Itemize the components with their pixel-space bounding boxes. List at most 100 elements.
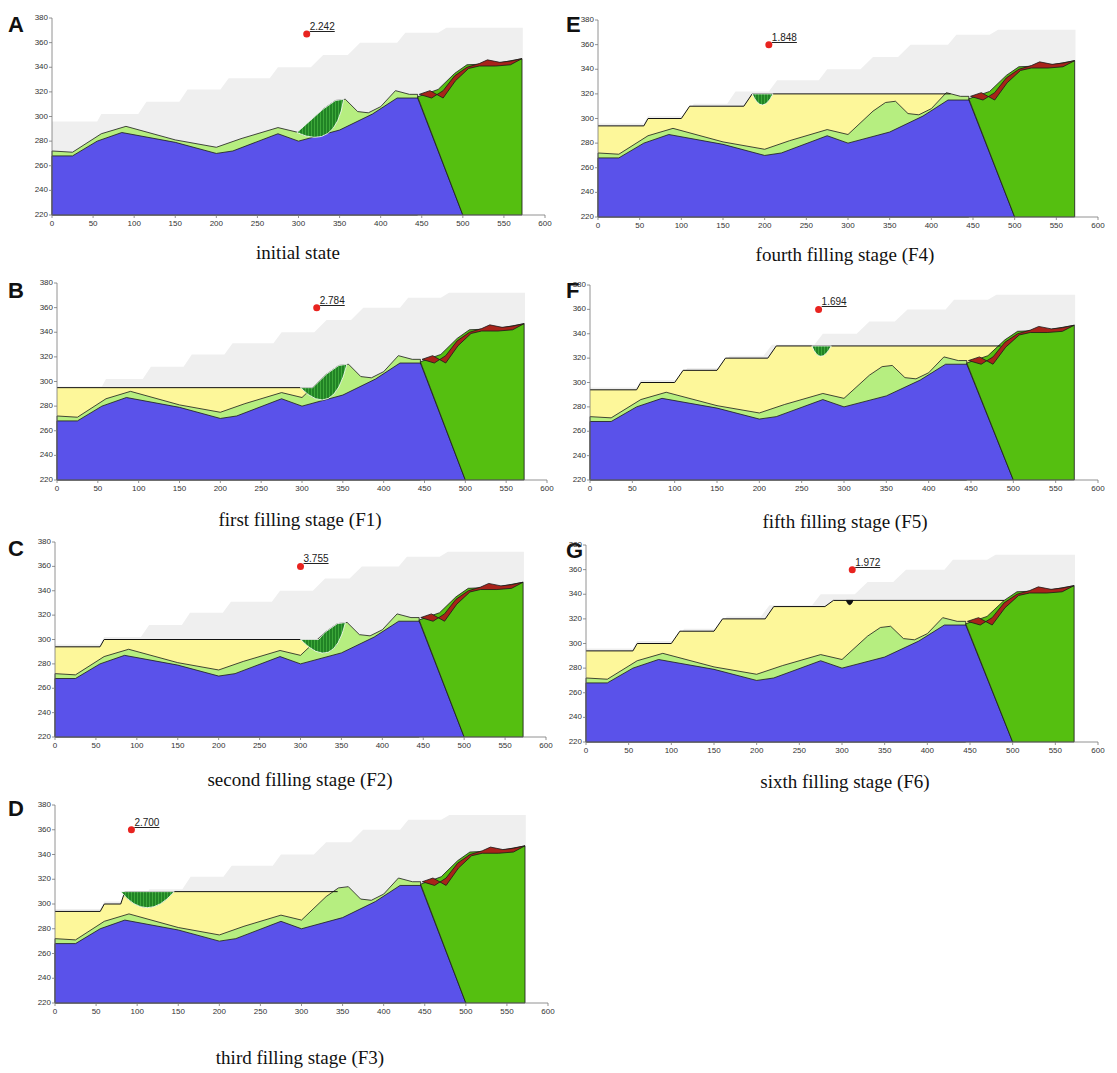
rock-block: [420, 324, 524, 480]
axis-tick-label: 300: [573, 379, 586, 387]
axis-tick-label: 600: [541, 1008, 554, 1016]
panel-caption: fourth filling stage (F4): [756, 245, 935, 264]
tick-mark: [714, 742, 715, 745]
axis-tick-label: 150: [171, 742, 184, 750]
safety-factor: 2.700: [134, 818, 159, 828]
rock-block: [421, 846, 525, 1003]
axis-tick-label: 300: [835, 747, 848, 755]
tick-mark: [671, 742, 672, 745]
axis-tick-label: 340: [38, 851, 51, 859]
tick-mark: [1098, 742, 1099, 745]
tick-mark: [49, 116, 52, 117]
safety-factor: 2.784: [320, 296, 345, 306]
axis-tick-label: 300: [581, 115, 594, 123]
tick-mark: [261, 480, 262, 483]
tick-mark: [216, 215, 217, 218]
slip-surface: [121, 892, 174, 908]
tick-mark: [756, 742, 757, 745]
tick-mark: [1014, 217, 1015, 220]
axis-tick-label: 100: [130, 1008, 143, 1016]
tick-mark: [723, 217, 724, 220]
axis-tick-label: 300: [837, 485, 850, 493]
axis-tick-label: 340: [35, 63, 48, 71]
tick-mark: [137, 1003, 138, 1006]
panel-letter: C: [8, 538, 24, 560]
axis-tick-label: 220: [38, 733, 51, 741]
safety-factor: 1.848: [772, 33, 797, 43]
axis-tick-label: 340: [569, 590, 582, 598]
axis-tick-label: 100: [130, 742, 143, 750]
tick-mark: [178, 1003, 179, 1006]
fill-surface: [55, 640, 319, 647]
tick-mark: [52, 712, 55, 713]
tick-mark: [179, 480, 180, 483]
panel-caption: sixth filling stage (F6): [760, 772, 929, 791]
axis-tick-label: 550: [497, 220, 510, 228]
rock-block: [418, 59, 522, 215]
slip-surface: [297, 99, 344, 137]
fill-surface: [55, 892, 338, 912]
axis-tick-label: 320: [40, 353, 53, 361]
axis-tick-label: 600: [1091, 222, 1104, 230]
tick-mark: [595, 20, 598, 21]
tick-mark: [801, 480, 802, 483]
axis-tick-label: 450: [966, 222, 979, 230]
tick-mark: [52, 215, 53, 218]
tick-mark: [54, 332, 57, 333]
safety-factor: 1.972: [855, 558, 880, 568]
axis-tick-label: 340: [40, 328, 53, 336]
slip-surface: [300, 364, 347, 400]
axis-tick-label: 320: [38, 611, 51, 619]
axis-tick-label: 250: [793, 747, 806, 755]
tick-mark: [928, 480, 929, 483]
axis-tick-label: 360: [40, 304, 53, 312]
tick-mark: [587, 309, 590, 310]
axis-tick-label: 250: [795, 485, 808, 493]
axis-tick-label: 0: [596, 222, 600, 230]
tick-mark: [595, 217, 598, 218]
tick-mark: [503, 215, 504, 218]
axis-tick-label: 380: [581, 16, 594, 24]
axis-tick-label: 600: [1091, 485, 1104, 493]
tick-mark: [52, 590, 55, 591]
red-layer: [422, 846, 525, 886]
tick-mark: [927, 742, 928, 745]
tick-mark: [583, 594, 586, 595]
tick-mark: [583, 692, 586, 693]
tick-mark: [52, 639, 55, 640]
axis-tick-label: 260: [38, 684, 51, 692]
axis-tick-label: 600: [1091, 747, 1104, 755]
axis-tick-label: 380: [40, 279, 53, 287]
tick-mark: [52, 879, 55, 880]
axis-tick-label: 150: [707, 747, 720, 755]
axis-tick-label: 450: [418, 485, 431, 493]
tick-mark: [138, 480, 139, 483]
axis-tick-label: 250: [800, 222, 813, 230]
axis-tick-label: 320: [569, 615, 582, 623]
axis-tick-label: 220: [40, 476, 53, 484]
rock-block: [419, 582, 523, 737]
tick-mark: [583, 569, 586, 570]
tick-mark: [52, 953, 55, 954]
tick-mark: [52, 978, 55, 979]
axis-tick-label: 360: [569, 566, 582, 574]
axis-tick-label: 240: [38, 709, 51, 717]
bedrock-layer: [52, 98, 463, 215]
tick-mark: [583, 618, 586, 619]
axis-tick-label: 600: [539, 742, 552, 750]
axis-tick-label: 250: [254, 485, 267, 493]
tick-mark: [632, 480, 633, 483]
tick-mark: [586, 742, 587, 745]
tick-mark: [764, 217, 765, 220]
tick-mark: [547, 480, 548, 483]
axis-tick-label: 300: [292, 220, 305, 228]
tick-mark: [298, 215, 299, 218]
axis-tick-label: 50: [624, 747, 633, 755]
axis-tick-label: 240: [573, 452, 586, 460]
tick-mark: [52, 615, 55, 616]
panel-caption: first filling stage (F1): [218, 510, 381, 529]
fill-surface: [586, 600, 1004, 650]
tick-mark: [49, 42, 52, 43]
tick-mark: [583, 742, 586, 743]
axis-tick-label: 240: [38, 974, 51, 982]
